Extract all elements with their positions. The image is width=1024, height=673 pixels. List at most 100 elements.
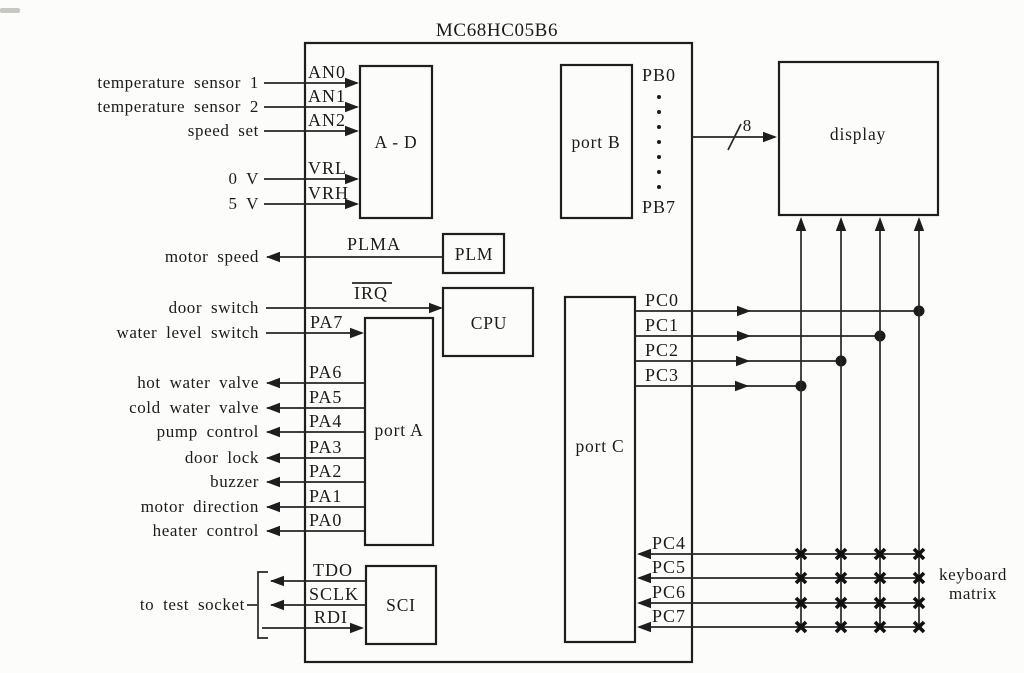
pin-label-pc0: PC0 bbox=[645, 290, 679, 310]
adc-label: A - D bbox=[375, 132, 418, 152]
pin-label-vrl: VRL bbox=[308, 158, 347, 178]
pin-label-pc4: PC4 bbox=[652, 533, 686, 553]
pin-label-an1: AN1 bbox=[308, 86, 346, 106]
signal-buzzer: buzzer bbox=[210, 472, 259, 491]
signal-door-lock: door lock bbox=[185, 448, 259, 467]
arrowhead-pa4 bbox=[266, 426, 280, 438]
pin-label-vrh: VRH bbox=[308, 183, 349, 203]
signal-motor-speed: motor speed bbox=[165, 247, 259, 266]
port-c-box bbox=[563, 295, 637, 644]
pin-label-pb7: PB7 bbox=[642, 197, 676, 217]
pb-ellipsis-dot bbox=[657, 185, 661, 189]
pin-label-pa4: PA4 bbox=[309, 411, 342, 431]
keyboard-matrix-label-line2: matrix bbox=[949, 584, 997, 603]
pin-label-an0: AN0 bbox=[308, 62, 346, 82]
pb-ellipsis-dot bbox=[657, 110, 661, 114]
arrowhead-pc1 bbox=[737, 330, 751, 342]
pb-ellipsis-dot bbox=[657, 170, 661, 174]
bus-width-slash bbox=[727, 123, 742, 151]
arrowhead-pc5 bbox=[637, 572, 651, 584]
signal-motor-direction: motor direction bbox=[141, 497, 259, 516]
signal-pump-control: pump control bbox=[157, 422, 259, 441]
mcu-box bbox=[303, 41, 694, 664]
cpu-box bbox=[441, 286, 535, 358]
pin-label-pa2: PA2 bbox=[309, 461, 342, 481]
arrowhead-display-col1 bbox=[795, 217, 807, 231]
signal-heater-control: heater control bbox=[153, 521, 259, 540]
pin-label-plma: PLMA bbox=[347, 234, 401, 254]
signal-0v: 0 V bbox=[228, 169, 259, 188]
arrowhead-pc7 bbox=[637, 621, 651, 633]
pin-label-pc3: PC3 bbox=[645, 365, 679, 385]
pin-label-pa7: PA7 bbox=[310, 312, 343, 332]
pb-ellipsis-dot bbox=[657, 155, 661, 159]
pb-ellipsis-dot bbox=[657, 95, 661, 99]
scan-artifact bbox=[0, 8, 20, 13]
arrowhead-pc2 bbox=[736, 355, 750, 367]
arrowhead-pa5 bbox=[266, 402, 280, 414]
arrowhead-display-col3 bbox=[874, 217, 886, 231]
arrowhead-an0 bbox=[345, 77, 359, 89]
signal-5v: 5 V bbox=[228, 194, 259, 213]
keyboard-matrix-label-line1: keyboard bbox=[939, 565, 1007, 584]
signal-water-level-switch: water level switch bbox=[117, 323, 259, 342]
arrowhead-display-col2 bbox=[835, 217, 847, 231]
display-box bbox=[777, 60, 940, 217]
arrowhead-an2 bbox=[345, 125, 359, 137]
pin-label-pc6: PC6 bbox=[652, 582, 686, 602]
adc-box bbox=[358, 64, 434, 220]
cpu-label: CPU bbox=[471, 313, 507, 333]
signal-hot-water-valve: hot water valve bbox=[137, 373, 259, 392]
bus-width-label: 8 bbox=[743, 116, 752, 135]
arrowhead-pc3 bbox=[735, 380, 749, 392]
pin-label-irq: IRQ bbox=[354, 283, 388, 303]
test-socket-bracket bbox=[257, 571, 268, 639]
pin-label-rdi: RDI bbox=[314, 607, 348, 627]
pin-label-tdo: TDO bbox=[313, 560, 353, 580]
signal-door-switch: door switch bbox=[169, 298, 259, 317]
arrowhead-pa7 bbox=[350, 327, 364, 339]
signal-cold-water-valve: cold water valve bbox=[129, 398, 259, 417]
arrowhead-sclk bbox=[270, 599, 284, 611]
arrowhead-display-bus bbox=[763, 131, 777, 143]
port-b-box bbox=[559, 63, 634, 220]
pin-label-pc5: PC5 bbox=[652, 557, 686, 577]
signal-speed-set: speed set bbox=[188, 121, 259, 140]
pin-label-sclk: SCLK bbox=[309, 584, 359, 604]
plm-label: PLM bbox=[455, 244, 493, 264]
pb-ellipsis-dot bbox=[657, 125, 661, 129]
arrowhead-pa2 bbox=[266, 476, 280, 488]
chip-title: MC68HC05B6 bbox=[436, 20, 558, 41]
plm-box bbox=[441, 232, 506, 275]
port-a-label: port A bbox=[374, 420, 423, 440]
arrowhead-irq bbox=[429, 302, 443, 314]
pin-label-an2: AN2 bbox=[308, 110, 346, 130]
arrowhead-pc4 bbox=[637, 548, 651, 560]
arrowhead-an1 bbox=[345, 101, 359, 113]
sci-label: SCI bbox=[386, 595, 416, 615]
pin-label-pa6: PA6 bbox=[309, 362, 342, 382]
arrowhead-motor-speed bbox=[266, 251, 280, 263]
display-label: display bbox=[830, 124, 886, 144]
signal-to-test-socket: to test socket bbox=[140, 595, 245, 614]
pin-label-pa5: PA5 bbox=[309, 387, 342, 407]
pin-label-pa1: PA1 bbox=[309, 486, 342, 506]
pin-label-pb0: PB0 bbox=[642, 65, 676, 85]
arrowhead-pc6 bbox=[637, 597, 651, 609]
arrowhead-pc0 bbox=[737, 305, 751, 317]
pin-label-pc7: PC7 bbox=[652, 606, 686, 626]
arrowhead-pa6 bbox=[266, 377, 280, 389]
pin-label-pa0: PA0 bbox=[309, 510, 342, 530]
pin-label-pc2: PC2 bbox=[645, 340, 679, 360]
arrowhead-tdo bbox=[270, 575, 284, 587]
arrowhead-rdi bbox=[350, 622, 364, 634]
signal-temperature-sensor-2: temperature sensor 2 bbox=[97, 97, 259, 116]
arrowhead-pa1 bbox=[266, 501, 280, 513]
pin-label-pa3: PA3 bbox=[309, 437, 342, 457]
pb-ellipsis-dot bbox=[657, 140, 661, 144]
port-b-label: port B bbox=[571, 132, 620, 152]
pin-label-pc1: PC1 bbox=[645, 315, 679, 335]
port-c-label: port C bbox=[575, 436, 624, 456]
